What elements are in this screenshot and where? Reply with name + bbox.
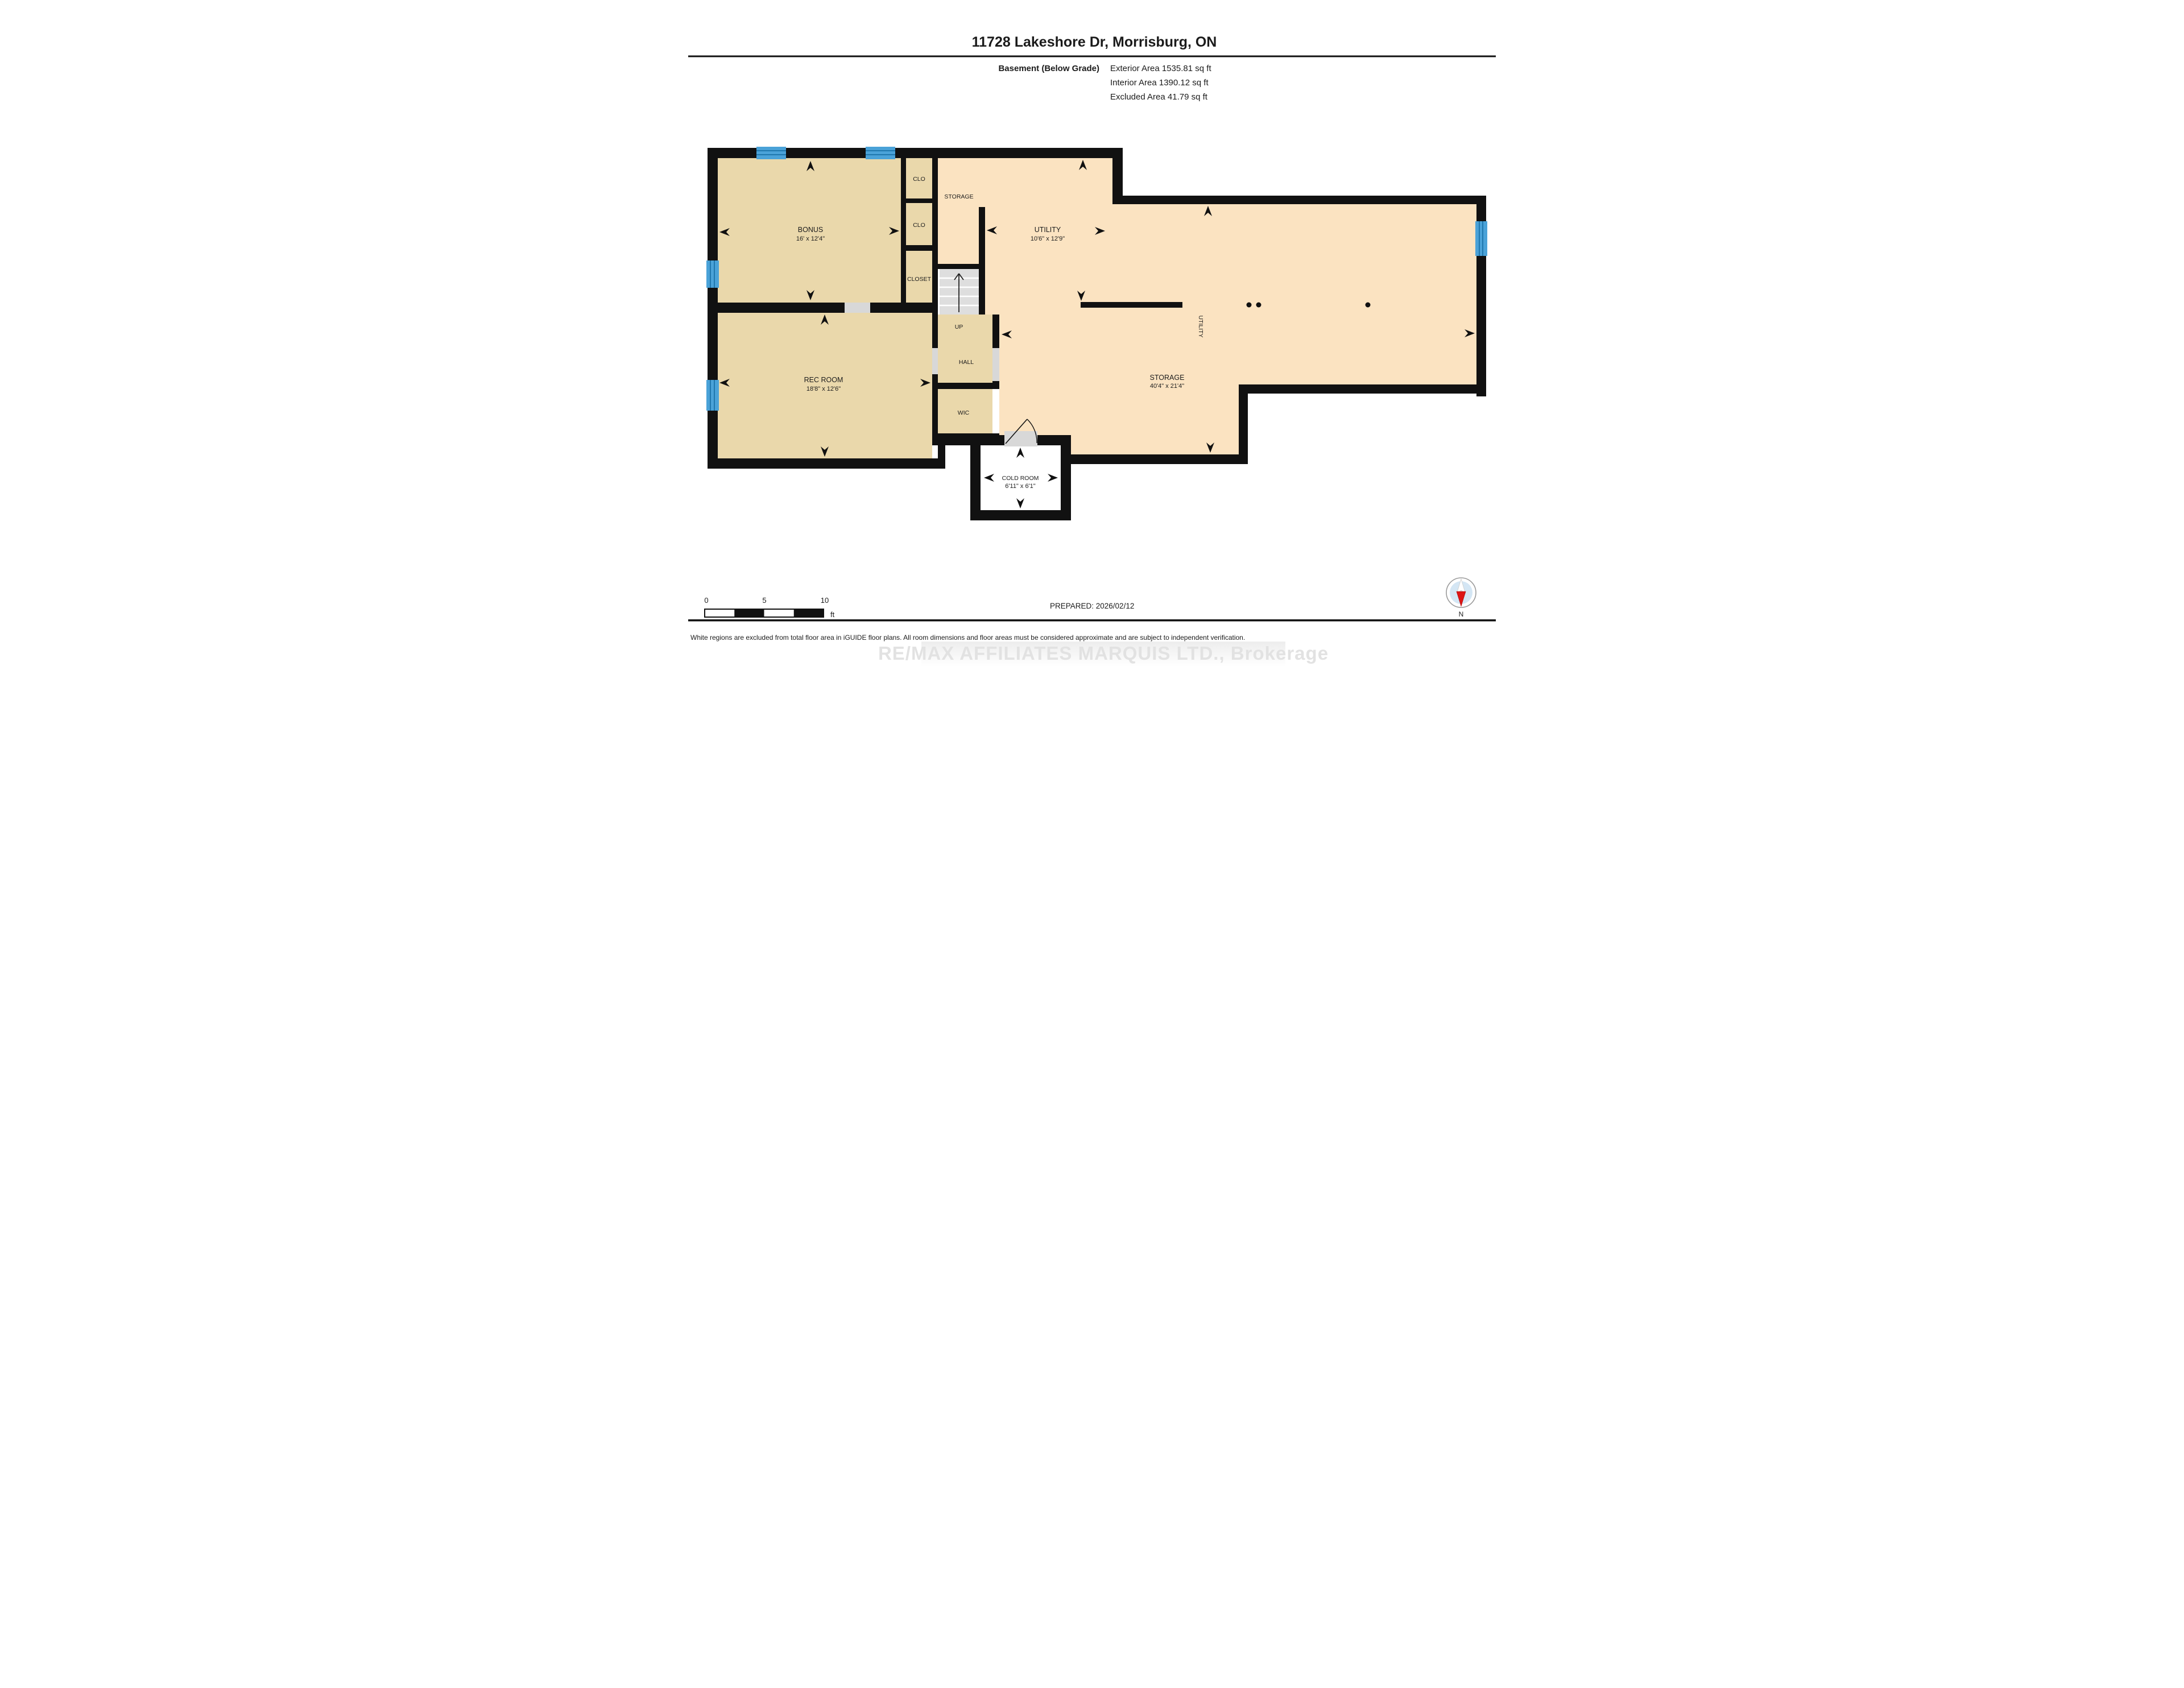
storage-label: STORAGE [1150, 374, 1185, 382]
utility-vertical-label: UTILITY [1197, 315, 1204, 337]
bonus-rec-door [845, 303, 870, 313]
closet-label: CLOSET [907, 276, 932, 283]
up-label: UP [955, 324, 963, 330]
rec-hall-door [932, 348, 938, 374]
cold-room-dims: 6'11" x 6'1" [1005, 483, 1035, 490]
header-divider [688, 55, 1496, 57]
utility-dims: 10'6" x 12'9" [1031, 235, 1065, 242]
brokerage-watermark: RE/MAX AFFILIATES MARQUIS LTD., Brokerag… [878, 642, 1329, 667]
hall-label: HALL [959, 359, 974, 366]
bonus-dims: 16' x 12'4" [796, 235, 825, 242]
watermark-text: RE/MAX AFFILIATES MARQUIS LTD., Brokerag… [878, 643, 1329, 664]
scale-bar: 0 5 10 ft [704, 596, 835, 619]
stairs [940, 269, 979, 315]
window-left-2 [706, 380, 719, 411]
footer-divider [688, 619, 1496, 622]
post-dots [1246, 302, 1371, 308]
compass: N [1446, 577, 1476, 618]
cold-room-door-leaf [1005, 419, 1028, 444]
floor-plan: BONUS 16' x 12'4" REC ROOM 18'8" x 12'6"… [706, 147, 1487, 520]
interior-area: Interior Area 1390.12 sq ft [1110, 78, 1209, 88]
scale-5: 5 [762, 596, 766, 605]
cold-room-door-arc [1027, 419, 1037, 444]
footer-disclaimer: White regions are excluded from total fl… [690, 634, 1245, 642]
window-left-1 [706, 260, 719, 288]
prepared-date: PREPARED: 2026/02/12 [1050, 602, 1134, 610]
storage-dims: 40'4" x 21'4" [1150, 383, 1184, 390]
window-top-2 [866, 147, 895, 159]
window-top-1 [756, 147, 786, 159]
scale-10: 10 [821, 596, 829, 605]
door-sills [845, 303, 999, 381]
rec-room-dims: 18'8" x 12'6" [806, 386, 841, 392]
page-title: 11728 Lakeshore Dr, Morrisburg, ON [972, 34, 1217, 50]
windows [706, 147, 1487, 411]
cold-room-label: COLD ROOM [1002, 475, 1039, 482]
window-right-1 [1475, 221, 1487, 256]
utility-label: UTILITY [1035, 226, 1061, 234]
room-labels: BONUS 16' x 12'4" REC ROOM 18'8" x 12'6"… [796, 176, 1204, 490]
header: 11728 Lakeshore Dr, Morrisburg, ON Basem… [688, 34, 1496, 102]
bonus-label: BONUS [798, 226, 823, 234]
compass-needle-south [1456, 578, 1466, 594]
floor-label: Basement (Below Grade) [998, 64, 1099, 73]
compass-n-label: N [1459, 610, 1464, 618]
floor-plan-canvas: 11728 Lakeshore Dr, Morrisburg, ON Basem… [688, 34, 1496, 667]
compass-needle-north [1456, 591, 1466, 607]
wic-label: WIC [958, 409, 970, 416]
clo-mid-label: CLO [913, 222, 925, 229]
floor-plan-page: 11728 Lakeshore Dr, Morrisburg, ON Basem… [655, 0, 1529, 675]
scale-unit: ft [830, 610, 835, 619]
hall-storage-door [992, 348, 999, 381]
exterior-area: Exterior Area 1535.81 sq ft [1110, 64, 1211, 73]
clo-top-label: CLO [913, 176, 925, 183]
excluded-area: Excluded Area 41.79 sq ft [1110, 92, 1208, 102]
scale-0: 0 [704, 596, 708, 605]
rec-room-label: REC ROOM [804, 376, 843, 384]
storage-corridor-label: STORAGE [944, 193, 973, 200]
stairs-up-arrow [954, 273, 964, 312]
